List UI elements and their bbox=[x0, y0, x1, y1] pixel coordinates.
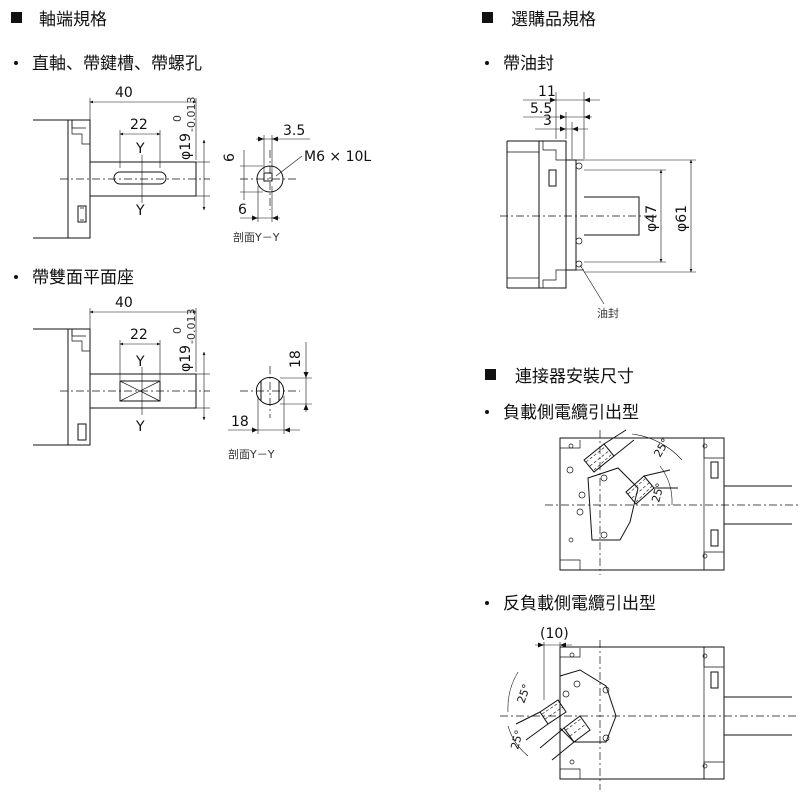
heading-option-spec-text: 選購品規格 bbox=[511, 10, 596, 30]
angle-2: 25° bbox=[508, 729, 526, 751]
seal-callout: 油封 bbox=[579, 264, 619, 320]
bullet-dot-icon bbox=[485, 601, 489, 605]
dim-dia-61-value: φ61 bbox=[674, 205, 690, 232]
angle-2: 25° bbox=[649, 482, 667, 504]
shaft-body bbox=[545, 430, 798, 575]
dim-length-value: 40 bbox=[115, 85, 133, 101]
dim-length: 40 bbox=[89, 295, 197, 372]
bullet-d-cut-shaft-text: 帶雙面平面座 bbox=[32, 268, 134, 288]
dim-diameter-value: φ19 bbox=[178, 133, 194, 160]
dim-key-offset-value: 6 bbox=[238, 202, 247, 218]
shaft-body bbox=[500, 196, 660, 236]
cable-plug-1 bbox=[583, 429, 635, 473]
motor-body bbox=[559, 437, 725, 571]
section-mark-top: Y bbox=[135, 141, 145, 157]
dim-flat-h-value: 18 bbox=[231, 414, 249, 430]
bullet-dot-icon bbox=[14, 275, 18, 279]
bullet-oil-seal-text: 帶油封 bbox=[503, 54, 554, 74]
bullet-straight-shaft: 直軸、帶鍵槽、帶螺孔 bbox=[14, 54, 202, 74]
motor-body bbox=[506, 140, 567, 289]
heading-connector-dims: 連接器安裝尺寸 bbox=[485, 367, 634, 387]
dim-tol-lower: -0.013 bbox=[185, 309, 198, 344]
dim-key-width-value: 3.5 bbox=[283, 123, 305, 139]
heading-square-icon bbox=[11, 12, 22, 23]
dim-diameter-value: φ19 bbox=[178, 345, 194, 372]
dim-flat-length: 22 bbox=[119, 327, 161, 380]
section-mark-bottom: Y bbox=[135, 203, 145, 219]
dim-diameter: φ19 0 -0.013 bbox=[171, 97, 210, 211]
shaft-body bbox=[60, 373, 210, 409]
section-marks: Y Y bbox=[135, 354, 145, 435]
heading-option-spec: 選購品規格 bbox=[482, 10, 596, 30]
dim-3-value: 3 bbox=[543, 113, 552, 129]
drawing-keyway-shaft: Y Y 40 22 φ19 0 -0.013 bbox=[33, 85, 371, 244]
dims-right: φ47 φ61 bbox=[584, 159, 696, 273]
angle-1: 25° bbox=[515, 682, 534, 705]
dim-tol-upper: 0 bbox=[171, 115, 184, 122]
dim-offset-value: (10) bbox=[540, 626, 569, 642]
heading-shaft-spec-text: 軸端規格 bbox=[39, 10, 107, 30]
angle-marks: 25° 25° bbox=[507, 671, 534, 757]
dim-11-value: 11 bbox=[538, 84, 556, 100]
dim-tol-lower: -0.013 bbox=[185, 97, 198, 132]
dim-diameter: φ19 0 -0.013 bbox=[171, 309, 210, 421]
section-view: 3.5 6 6 M6 × 10L 剖面Y－Y bbox=[222, 123, 371, 244]
dim-dia-47-value: φ47 bbox=[644, 205, 660, 232]
connector-block bbox=[559, 669, 617, 743]
cable-plug-2 bbox=[539, 715, 591, 761]
dim-length: 40 bbox=[89, 85, 197, 160]
heading-square-icon bbox=[482, 12, 493, 23]
shaft-body bbox=[500, 640, 798, 790]
bullet-load-side: 負載側電纜引出型 bbox=[485, 403, 639, 423]
seal-label: 油封 bbox=[597, 306, 619, 320]
drawing-dcut-shaft: Y Y 40 22 φ19 0 -0.013 bbox=[33, 295, 312, 461]
section-caption: 剖面Y－Y bbox=[228, 447, 275, 461]
tap-spec: M6 × 10L bbox=[304, 149, 371, 165]
heading-square-icon bbox=[485, 369, 496, 380]
bullet-d-cut-shaft: 帶雙面平面座 bbox=[14, 268, 134, 288]
bullet-dot-icon bbox=[485, 61, 489, 65]
dim-length-value: 40 bbox=[115, 295, 133, 311]
connector-block bbox=[566, 466, 639, 541]
dim-flat-v-value: 18 bbox=[288, 350, 304, 368]
dims-top: 11 5.5 3 bbox=[523, 84, 600, 159]
heading-shaft-spec: 軸端規格 bbox=[11, 10, 107, 30]
drawing-load-side: 25° 25° bbox=[545, 429, 798, 575]
dim-key-length-value: 22 bbox=[130, 117, 148, 133]
motor-flange bbox=[33, 328, 91, 446]
drawing-oil-seal: 11 5.5 3 φ47 φ61 油封 bbox=[500, 84, 696, 320]
bullet-load-side-text: 負載側電纜引出型 bbox=[503, 403, 639, 423]
cable-plug-2 bbox=[625, 469, 678, 505]
bullet-straight-shaft-text: 直軸、帶鍵槽、帶螺孔 bbox=[32, 54, 202, 74]
flange-seal bbox=[565, 159, 584, 271]
dim-5-5-value: 5.5 bbox=[530, 101, 552, 117]
drawing-anti-load-side: (10) 25° 25° bbox=[500, 626, 798, 790]
angle-marks: 25° 25° bbox=[631, 433, 683, 506]
section-mark-bottom: Y bbox=[135, 419, 145, 435]
dim-tol-upper: 0 bbox=[171, 327, 184, 334]
dim-key-depth-value: 6 bbox=[222, 153, 238, 162]
bullet-anti-load-side-text: 反負載側電纜引出型 bbox=[503, 594, 656, 614]
bullet-dot-icon bbox=[14, 61, 18, 65]
cable-plug-1 bbox=[515, 699, 567, 741]
motor-body bbox=[559, 646, 725, 780]
heading-connector-dims-text: 連接器安裝尺寸 bbox=[515, 367, 634, 387]
section-caption: 剖面Y－Y bbox=[233, 230, 280, 244]
dim-flat-length-value: 22 bbox=[130, 327, 148, 343]
dim-offset: (10) bbox=[535, 626, 572, 700]
section-marks: Y Y bbox=[135, 141, 145, 219]
section-mark-top: Y bbox=[135, 354, 145, 370]
shaft-body bbox=[60, 161, 210, 197]
dim-key-length: 22 bbox=[119, 117, 161, 168]
bullet-anti-load-side: 反負載側電纜引出型 bbox=[485, 594, 656, 614]
bullet-oil-seal: 帶油封 bbox=[485, 54, 554, 74]
bullet-dot-icon bbox=[485, 410, 489, 414]
section-view: 18 18 剖面Y－Y bbox=[228, 342, 312, 461]
